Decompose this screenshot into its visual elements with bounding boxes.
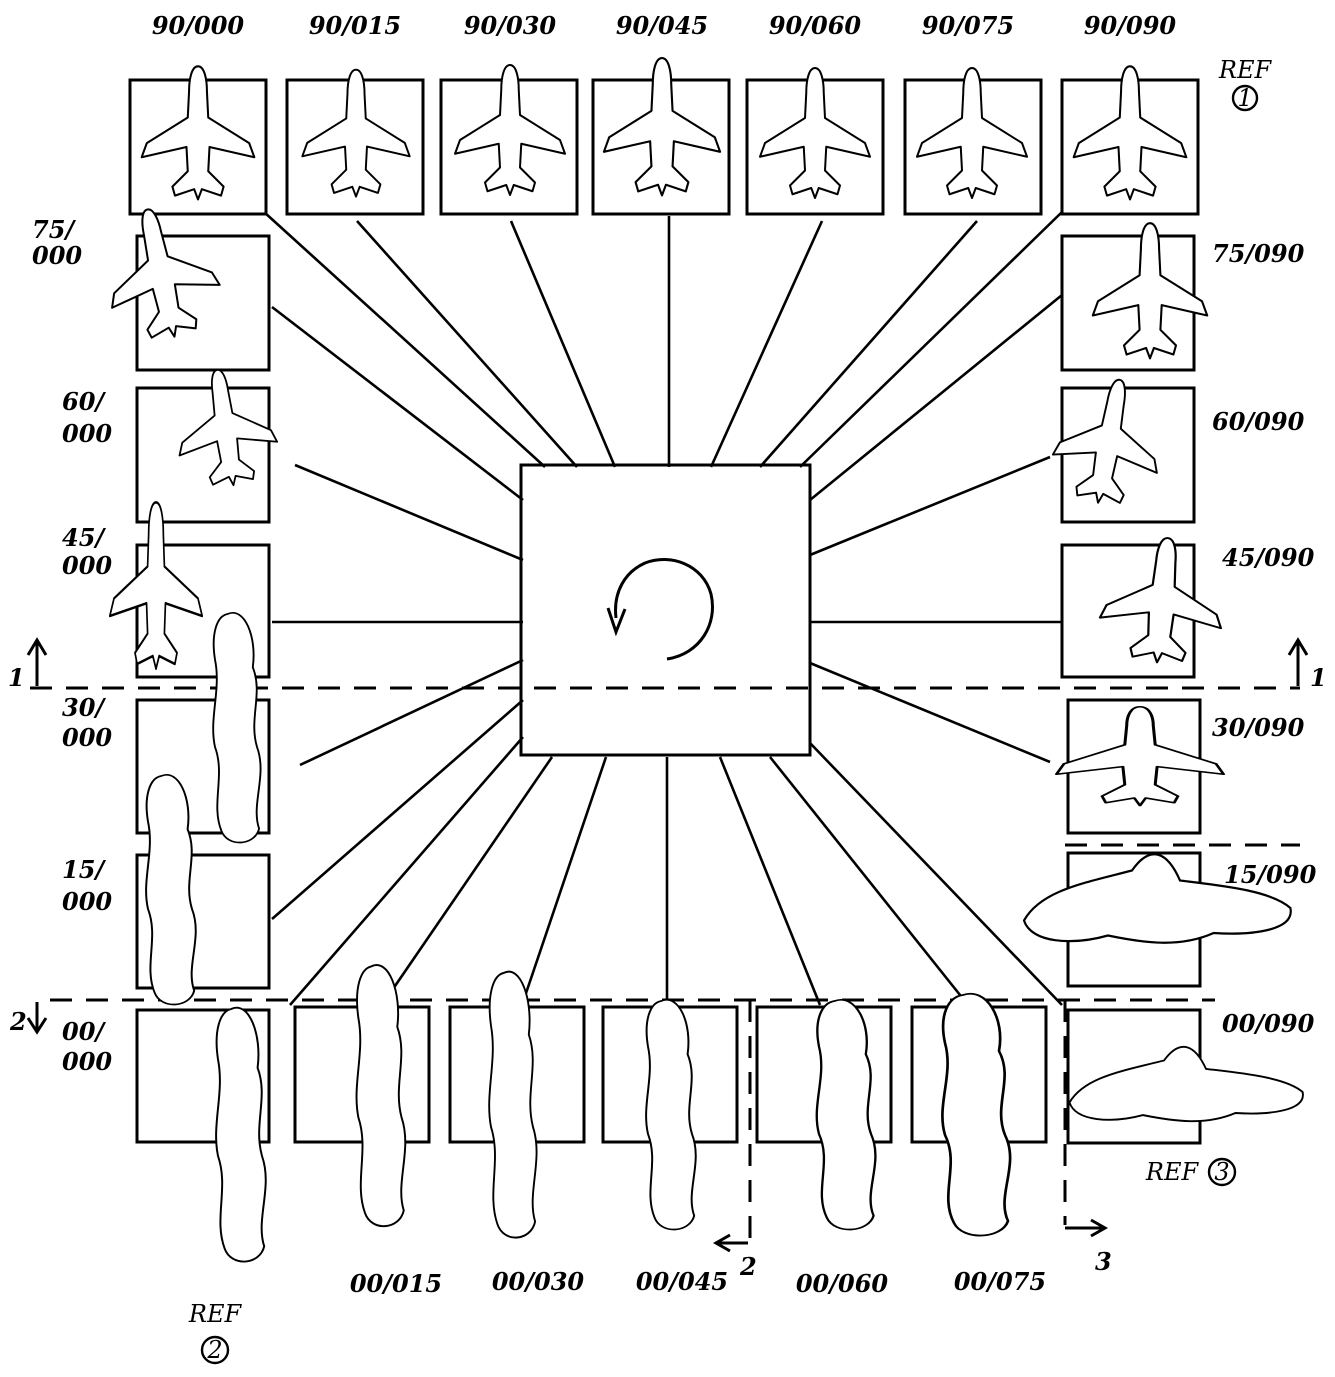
aircraft-silhouette-icon: [489, 972, 536, 1238]
ref-number: 3: [1214, 1158, 1229, 1186]
right-label: 30/090: [1212, 713, 1305, 742]
ref-number: 1: [1237, 84, 1252, 112]
aircraft-silhouette-icon: [216, 1008, 266, 1262]
top-label: 90/030: [464, 11, 557, 40]
left-label-line2: 000: [62, 1047, 112, 1076]
left-label-line2: 000: [62, 419, 112, 448]
left-label-line1: 15/: [62, 855, 106, 884]
bottom-label: 00/045: [636, 1267, 728, 1296]
left-label-line2: 000: [32, 241, 82, 270]
bottom-row: [295, 965, 1046, 1238]
aircraft-silhouette-icon: [646, 1000, 696, 1230]
bottom-label: 00/015: [350, 1269, 442, 1298]
left-label-line2: 000: [62, 551, 112, 580]
aircraft-silhouette-icon: [942, 994, 1010, 1236]
left-label-line1: 60/: [62, 387, 106, 416]
top-label: 90/075: [922, 11, 1014, 40]
right-label: 45/090: [1222, 543, 1315, 572]
aircraft-silhouette-icon: [357, 965, 406, 1226]
bottom-labels: 00/015 00/030 00/045 00/060 00/075: [350, 1267, 1046, 1298]
left-label-line1: 45/: [62, 523, 106, 552]
top-label: 90/060: [769, 11, 862, 40]
bottom-label: 00/060: [796, 1269, 889, 1298]
right-label: 15/090: [1224, 860, 1317, 889]
left-label-line2: 000: [62, 887, 112, 916]
bottom-label: 00/030: [492, 1267, 585, 1296]
top-label: 90/000: [152, 11, 245, 40]
section-marker: 1: [1310, 663, 1327, 692]
ref-2: REF 2: [188, 1300, 243, 1364]
top-label: 90/015: [309, 11, 401, 40]
aircraft-silhouette-icon: [817, 1000, 876, 1230]
ref-number: 2: [206, 1336, 222, 1364]
left-label-line1: 75/: [32, 215, 76, 244]
section-marker: 2: [9, 1007, 27, 1036]
ref-text: REF: [1218, 56, 1273, 84]
top-labels: 90/000 90/015 90/030 90/045 90/060 90/07…: [152, 11, 1177, 40]
left-label-line1: 30/: [62, 693, 106, 722]
left-labels: 75/ 000 60/ 000 45/ 000 30/ 000 15/ 000 …: [32, 215, 112, 1076]
top-row: [130, 58, 1198, 214]
right-label: 75/090: [1212, 239, 1305, 268]
bottom-label: 00/075: [954, 1267, 1046, 1296]
section-marker: 3: [1095, 1247, 1112, 1276]
left-column: [94, 198, 283, 1261]
center-box: [521, 465, 810, 755]
aircraft-silhouette-icon: [213, 613, 260, 843]
ref-text: REF: [1145, 1158, 1200, 1186]
right-label: 00/090: [1222, 1009, 1315, 1038]
section-marker: 2: [739, 1252, 757, 1281]
ref-1: REF 1: [1218, 56, 1273, 112]
ref-3: REF 3: [1145, 1158, 1235, 1186]
top-label: 90/045: [616, 11, 708, 40]
left-label-line2: 000: [62, 723, 112, 752]
right-label: 60/090: [1212, 407, 1305, 436]
aircraft-silhouette-icon: [146, 775, 196, 1005]
top-label: 90/090: [1084, 11, 1177, 40]
left-label-line1: 00/: [62, 1017, 106, 1046]
section-marker: 1: [8, 663, 25, 692]
ref-text: REF: [188, 1300, 243, 1328]
